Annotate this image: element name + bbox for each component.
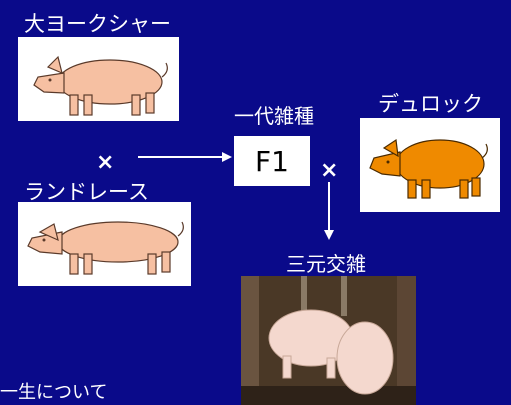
footer-text: 一生について: [0, 378, 107, 404]
arrow-to-three-way: [322, 180, 336, 242]
f1-hybrid-label: 一代雑種: [234, 100, 314, 129]
large-white-pig-image: [18, 37, 179, 121]
cross-symbol-right: ×: [320, 160, 338, 182]
landrace-pig-image: [18, 202, 191, 286]
three-way-pigs-photo: [241, 276, 416, 405]
f1-box: F1: [234, 136, 310, 186]
large-white-label: 大ヨークシャー: [24, 8, 171, 38]
cross-symbol-left: ×: [96, 152, 114, 174]
duroc-label: デュロック: [378, 88, 483, 118]
arrow-to-f1: [136, 150, 234, 164]
duroc-pig-image: [360, 118, 500, 212]
three-way-cross-label: 三元交雑: [286, 248, 366, 277]
